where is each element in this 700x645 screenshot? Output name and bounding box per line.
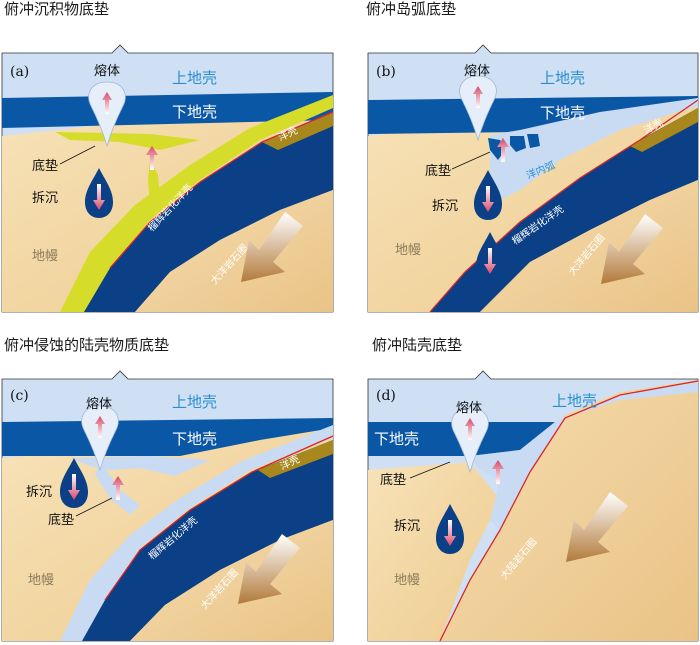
panel-a-letter: (a) xyxy=(10,64,29,80)
panel-c-mantle-label: 地幔 xyxy=(28,573,54,588)
panel-c: 俯冲侵蚀的陆壳物质底垫 (c) 上地壳 下地壳 熔体 拆沉 底垫 地幔 榴辉岩化… xyxy=(1,336,334,642)
panel-c-subduction-line xyxy=(104,435,334,601)
panel-d-delamination-label: 拆沉 xyxy=(394,519,420,534)
panel-b-heading: 俯冲岛弧底垫 xyxy=(366,0,456,18)
panel-d-underplating-label: 底垫 xyxy=(380,472,406,488)
panel-a-lower-crust-label: 下地壳 xyxy=(172,103,217,121)
panel-b-mantle-label: 地幔 xyxy=(395,243,421,258)
panel-d-mantle xyxy=(368,462,500,641)
panel-d-heading: 俯冲陆壳底垫 xyxy=(372,336,462,354)
panel-b-letter: (b) xyxy=(376,64,396,80)
panel-c-upper-crust-label: 上地壳 xyxy=(172,393,217,411)
panel-a-underplating-label: 底垫 xyxy=(32,158,58,174)
panel-d-letter: (d) xyxy=(376,388,396,404)
panel-d-subduction-line xyxy=(439,380,699,642)
panel-d-leader xyxy=(409,461,451,479)
panel-d: 俯冲陆壳底垫 (d) 上地壳 下地壳 熔体 底垫 拆沉 地幔 大陆岩石圈 xyxy=(367,336,699,642)
panel-b: 俯冲岛弧底垫 (b) 上地壳 下地壳 熔体 底垫 拆沉 洋内弧 地幔 榴辉岩化洋… xyxy=(366,0,699,313)
panel-a-leader xyxy=(59,145,96,165)
panel-a-sediment xyxy=(60,95,333,312)
panel-d-lower-crust-label: 下地壳 xyxy=(374,430,419,448)
panel-a-slab xyxy=(84,112,333,312)
panel-b-lower-crust-label: 下地壳 xyxy=(540,104,585,122)
panel-c-leader xyxy=(75,497,113,517)
panel-a-lower-crust xyxy=(2,92,333,128)
panel-b-delamination-label: 拆沉 xyxy=(432,199,458,214)
panel-d-upper-crust-label: 上地壳 xyxy=(552,392,597,410)
panel-b-leader xyxy=(451,151,491,170)
panel-a: 俯冲沉积物底垫 (a) 上地壳 下地壳 熔体 底垫 拆沉 地幔 榴辉岩化洋壳 洋… xyxy=(1,0,334,313)
panel-b-subduction-line xyxy=(429,99,699,313)
panel-c-letter: (c) xyxy=(10,388,29,404)
panel-c-underplating-label: 底垫 xyxy=(48,512,74,528)
panel-a-subduction-line xyxy=(109,111,334,269)
panel-b-upper-crust-label: 上地壳 xyxy=(540,69,585,87)
panel-d-continental-lithosphere xyxy=(440,380,698,641)
panel-d-mantle-label: 地幔 xyxy=(394,573,420,588)
panel-b-underplating-label: 底垫 xyxy=(425,163,451,179)
panel-b-lower-crust xyxy=(368,96,698,134)
panel-a-delamination-label: 拆沉 xyxy=(32,191,58,206)
panel-c-lower-crust-label: 下地壳 xyxy=(172,430,217,448)
panel-c-eroded-material xyxy=(60,425,333,641)
panel-a-melt-label: 熔体 xyxy=(94,64,120,79)
panel-b-melt-label: 熔体 xyxy=(464,64,490,79)
panel-c-melt-label: 熔体 xyxy=(86,397,112,412)
panel-b-arc-wedge xyxy=(490,98,698,200)
panel-a-heading: 俯冲沉积物底垫 xyxy=(4,0,109,18)
panel-a-mantle-label: 地幔 xyxy=(32,249,58,264)
panel-c-delamination-label: 拆沉 xyxy=(26,485,52,500)
panel-c-heading: 俯冲侵蚀的陆壳物质底垫 xyxy=(4,336,169,354)
panel-a-upper-crust-label: 上地壳 xyxy=(172,69,217,87)
panel-c-slab xyxy=(82,440,333,641)
panel-d-melt-label: 熔体 xyxy=(456,401,482,416)
